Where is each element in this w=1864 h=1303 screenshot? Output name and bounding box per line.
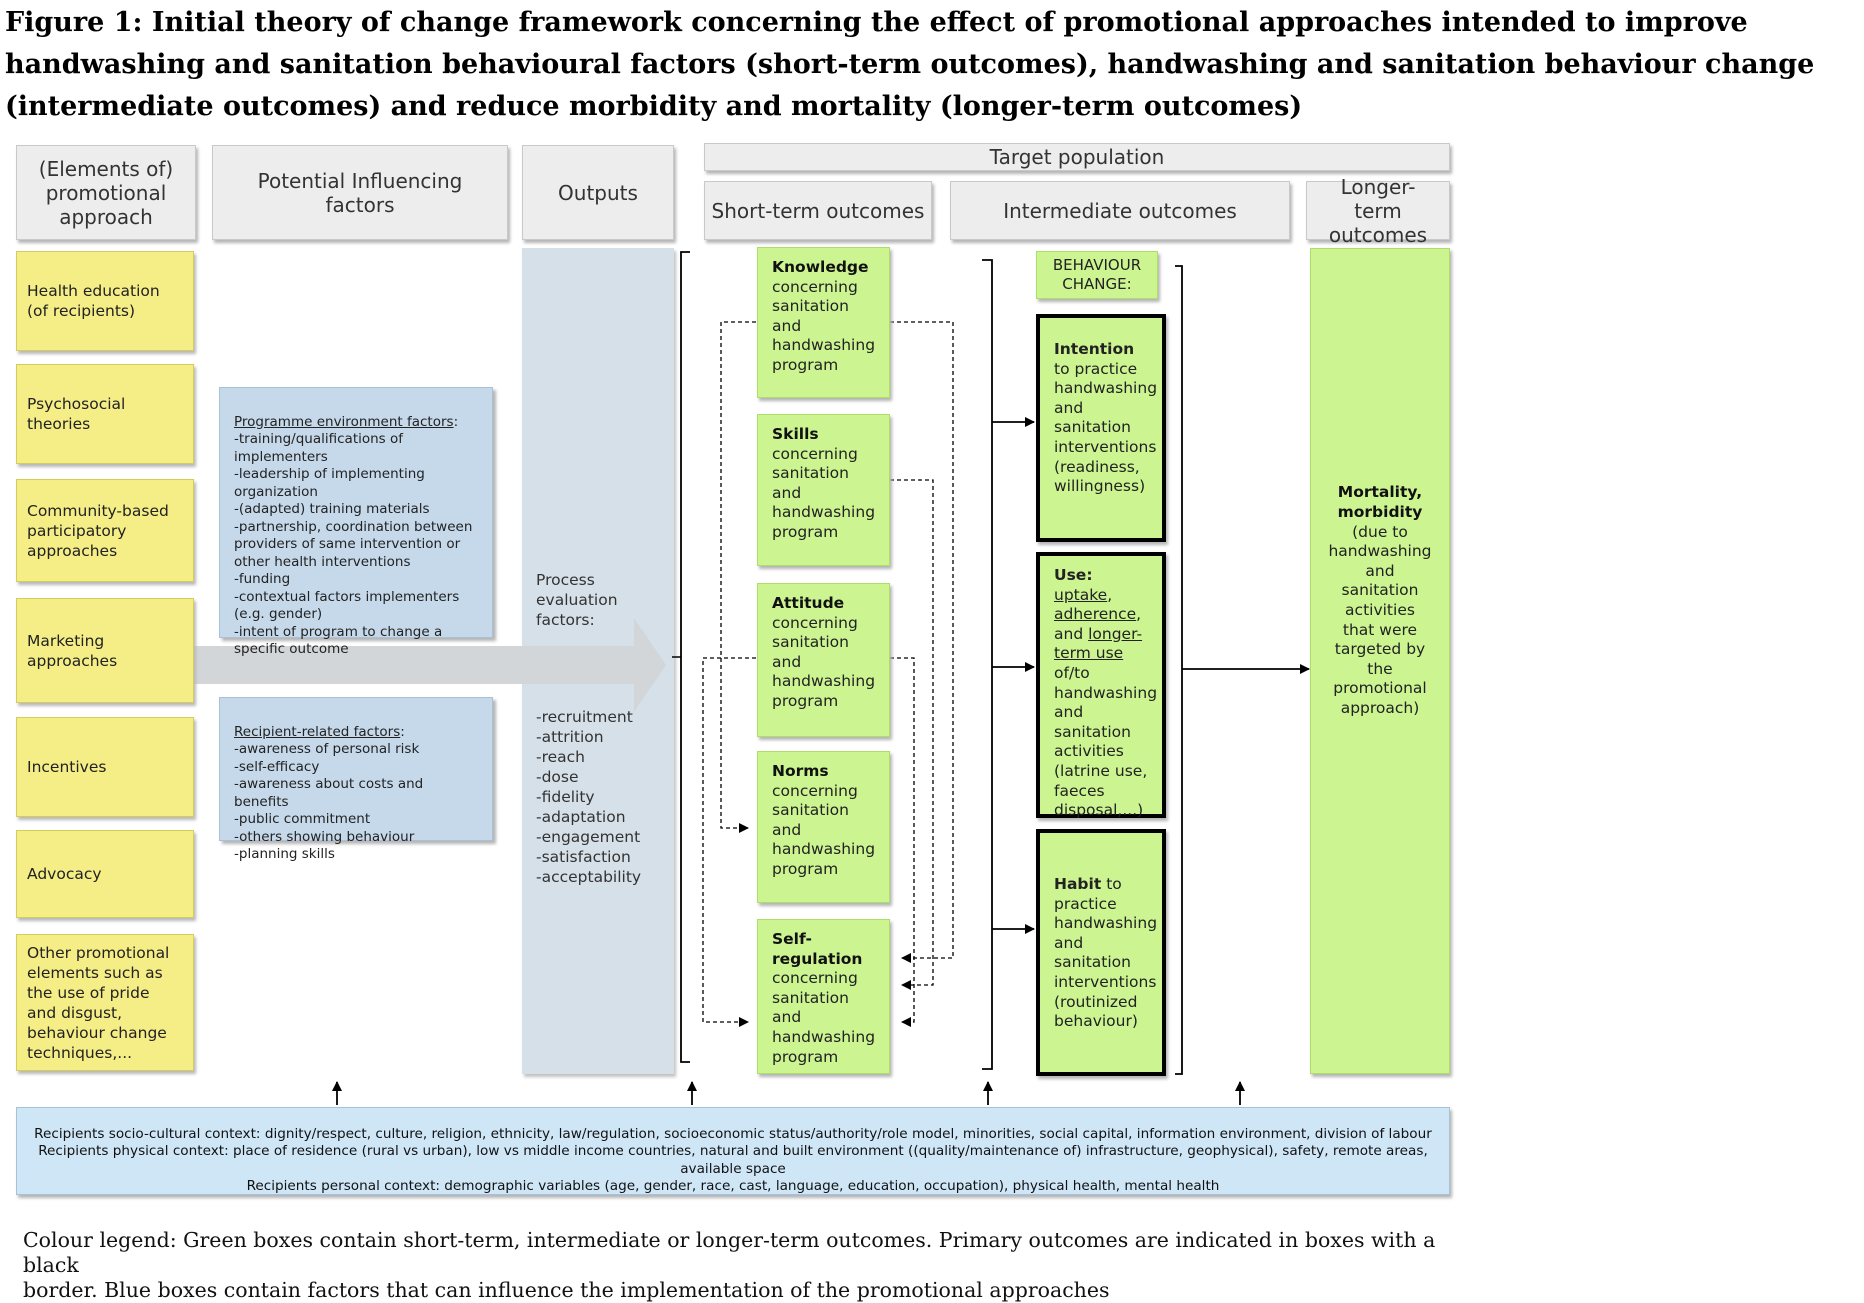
outcome-intention-text: to practice handwashing and sanitation i… bbox=[1054, 359, 1158, 496]
outcome-skills-text: concerning sanitation and handwashing pr… bbox=[772, 444, 876, 541]
header-longer-term-label: Longer-term outcomes bbox=[1328, 174, 1428, 247]
outcome-self-regulation-text: concerning sanitation and handwashing pr… bbox=[772, 969, 876, 1066]
figure-title: Figure 1: Initial theory of change frame… bbox=[5, 7, 1815, 122]
outcome-self-regulation-title: Self-regulation bbox=[772, 930, 863, 968]
recipient-related-factors: Recipient-related factors: -awareness of… bbox=[219, 697, 493, 862]
outcome-skills-title: Skills bbox=[772, 425, 819, 443]
outcome-attitude-text: concerning sanitation and handwashing pr… bbox=[772, 613, 876, 710]
legend-line-2: border. Blue boxes contain factors that … bbox=[23, 1278, 1110, 1302]
outcome-use-adherence: adherence bbox=[1054, 605, 1137, 624]
outcome-use-sep: , bbox=[1107, 585, 1113, 604]
header-outputs-label: Outputs bbox=[558, 180, 638, 205]
outcome-use-text: of/to handwashing and sanitation activit… bbox=[1054, 663, 1158, 820]
element-incentives: Incentives bbox=[16, 717, 194, 817]
element-label: Marketing approaches bbox=[27, 631, 118, 670]
behaviour-change-text: BEHAVIOUR CHANGE: bbox=[1052, 256, 1142, 293]
header-intermediate: Intermediate outcomes bbox=[950, 181, 1290, 240]
outcome-skills: Skills concerning sanitation and handwas… bbox=[757, 414, 890, 566]
outcome-mortality-content: Mortality, morbidity (due to handwashing… bbox=[1327, 483, 1433, 718]
element-label: Incentives bbox=[27, 758, 107, 776]
element-other-promotional: Other promotional elements such as the u… bbox=[16, 934, 194, 1071]
outcome-attitude-title: Attitude bbox=[772, 594, 845, 612]
behaviour-change-label: BEHAVIOUR CHANGE: bbox=[1036, 251, 1158, 299]
element-advocacy: Advocacy bbox=[16, 830, 194, 918]
process-evaluation-factors: -recruitment -attrition -reach -dose -fi… bbox=[536, 708, 642, 886]
outcome-norms-text: concerning sanitation and handwashing pr… bbox=[772, 781, 876, 878]
context-physical: Recipients physical context: place of re… bbox=[38, 1143, 1428, 1177]
colour-legend: Colour legend: Green boxes contain short… bbox=[23, 1228, 1463, 1303]
recipient-factors-list: -awareness of personal risk -self-effica… bbox=[234, 741, 424, 862]
outcome-mortality-morbidity: Mortality, morbidity (due to handwashing… bbox=[1310, 248, 1450, 1074]
outcome-knowledge-text: concerning sanitation and handwashing pr… bbox=[772, 277, 876, 374]
legend-line-1: Colour legend: Green boxes contain short… bbox=[23, 1228, 1436, 1277]
programme-environment-factors: Programme environment factors: -training… bbox=[219, 387, 493, 657]
outcome-mortality-title: Mortality, morbidity bbox=[1337, 483, 1423, 522]
outcome-intention-title: Intention bbox=[1054, 340, 1135, 358]
outcome-knowledge-title: Knowledge bbox=[772, 258, 869, 276]
element-label: Advocacy bbox=[27, 865, 102, 883]
programme-factors-heading: Programme environment factors bbox=[234, 413, 454, 430]
element-health-education: Health education (of recipients) bbox=[16, 251, 194, 351]
header-intermediate-label: Intermediate outcomes bbox=[1003, 198, 1237, 223]
header-elements-label: (Elements of) promotional approach bbox=[38, 156, 174, 229]
recipients-context-box: Recipients socio-cultural context: digni… bbox=[16, 1107, 1450, 1195]
outcome-habit-text: to practice handwashing and sanitation i… bbox=[1054, 875, 1158, 1031]
context-socio-cultural: Recipients socio-cultural context: digni… bbox=[34, 1126, 1432, 1142]
element-label: Community-based participatory approaches bbox=[27, 501, 169, 560]
outcome-self-regulation: Self-regulation concerning sanitation an… bbox=[757, 919, 890, 1074]
header-target-population-label: Target population bbox=[989, 145, 1165, 169]
header-short-term-label: Short-term outcomes bbox=[711, 198, 925, 223]
header-potential: Potential Influencing factors bbox=[212, 145, 508, 240]
outcome-use-title: Use: bbox=[1054, 566, 1093, 584]
header-potential-label: Potential Influencing factors bbox=[257, 168, 463, 217]
header-short-term: Short-term outcomes bbox=[704, 181, 932, 240]
header-longer-term: Longer-term outcomes bbox=[1306, 175, 1450, 247]
recipient-factors-heading: Recipient-related factors bbox=[234, 723, 401, 740]
outcome-mortality-text: (due to handwashing and sanitation activ… bbox=[1328, 522, 1432, 717]
outcome-attitude: Attitude concerning sanitation and handw… bbox=[757, 583, 890, 737]
outcome-intention: Intention to practice handwashing and sa… bbox=[1036, 314, 1166, 542]
outcome-use: Use: uptake, adherence, and longer-term … bbox=[1036, 552, 1166, 820]
element-psychosocial-theories: Psychosocial theories bbox=[16, 364, 194, 464]
context-personal: Recipients personal context: demographic… bbox=[246, 1177, 1220, 1194]
process-evaluation-heading: Process evaluation factors: bbox=[536, 571, 618, 629]
outcome-knowledge: Knowledge concerning sanitation and hand… bbox=[757, 247, 890, 398]
programme-factors-list: -training/qualifications of implementers… bbox=[234, 431, 473, 657]
element-marketing-approaches: Marketing approaches bbox=[16, 598, 194, 703]
outcome-use-sep: , and bbox=[1054, 605, 1142, 643]
element-community-participatory: Community-based participatory approaches bbox=[16, 479, 194, 582]
header-elements: (Elements of) promotional approach bbox=[16, 145, 196, 240]
element-label: Psychosocial theories bbox=[27, 395, 126, 433]
outcome-habit-title: Habit bbox=[1054, 875, 1102, 893]
outcome-norms: Norms concerning sanitation and handwash… bbox=[757, 751, 890, 903]
outcome-habit: Habit to practice handwashing and sanita… bbox=[1036, 829, 1166, 1076]
element-label: Other promotional elements such as the u… bbox=[27, 943, 170, 1062]
outcome-use-uptake: uptake bbox=[1054, 585, 1108, 604]
outcome-norms-title: Norms bbox=[772, 762, 829, 780]
element-label: Health education (of recipients) bbox=[27, 282, 160, 320]
header-target-population: Target population bbox=[704, 143, 1450, 171]
header-outputs: Outputs bbox=[522, 145, 674, 240]
outcome-use-longer-term: longer-term use bbox=[1054, 624, 1143, 663]
